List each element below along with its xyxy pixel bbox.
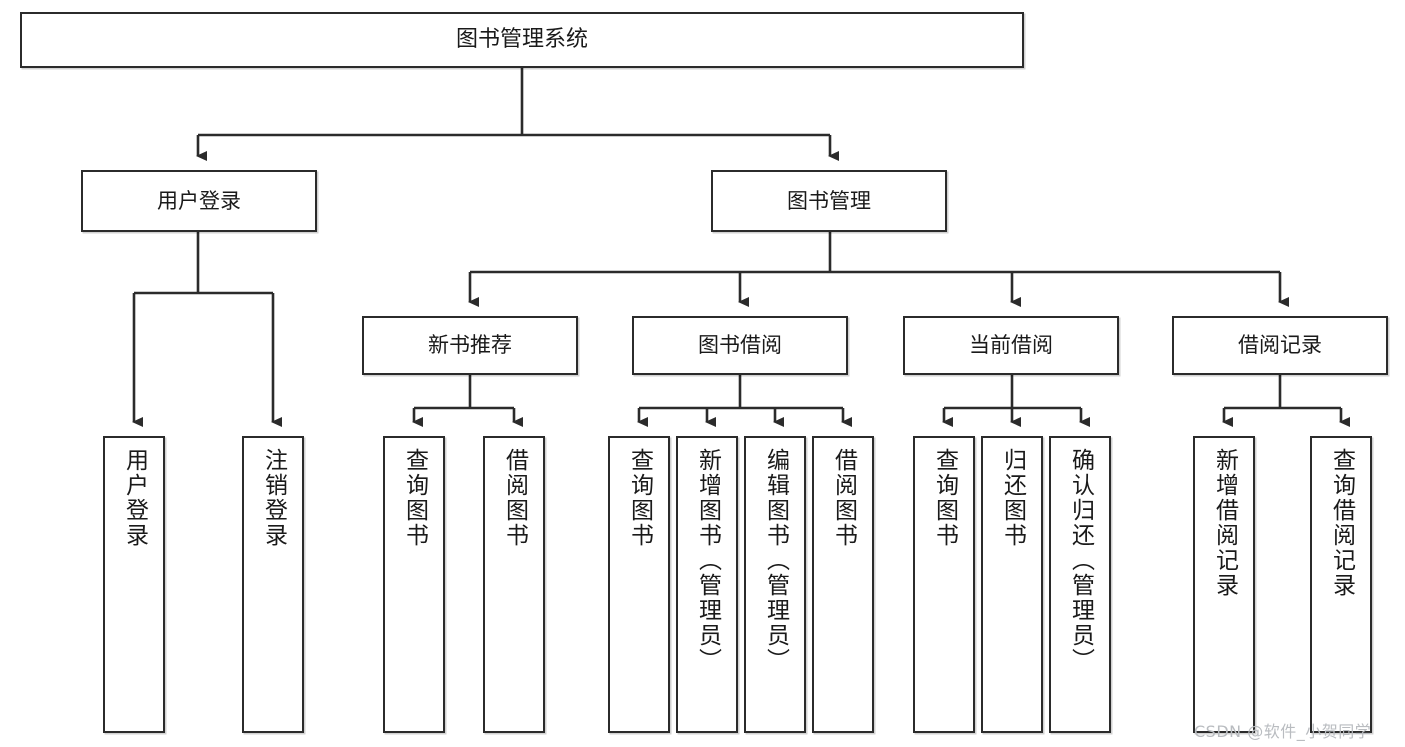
- node-label: 查询借阅记录: [1328, 448, 1355, 598]
- leaf-borrow-book-new[interactable]: 借阅图书: [483, 436, 545, 733]
- node-label: 查询图书: [931, 448, 958, 548]
- node-label: 用户登录: [157, 188, 241, 213]
- node-root-system[interactable]: 图书管理系统: [20, 12, 1024, 68]
- leaf-return-book[interactable]: 归还图书: [981, 436, 1043, 733]
- node-label: 确认归还（管理员）: [1067, 448, 1094, 673]
- leaf-user-logout[interactable]: 注销登录: [242, 436, 304, 733]
- node-book-borrow[interactable]: 图书借阅: [632, 316, 848, 375]
- leaf-query-book-current[interactable]: 查询图书: [913, 436, 975, 733]
- node-label: 借阅记录: [1238, 333, 1322, 358]
- node-label: 查询图书: [626, 448, 653, 548]
- leaf-confirm-return-admin[interactable]: 确认归还（管理员）: [1049, 436, 1111, 733]
- node-user-login[interactable]: 用户登录: [81, 170, 317, 232]
- node-label: 编辑图书（管理员）: [762, 448, 789, 673]
- node-label: 借阅图书: [830, 448, 857, 548]
- node-new-book-recommend[interactable]: 新书推荐: [362, 316, 578, 375]
- node-borrow-records[interactable]: 借阅记录: [1172, 316, 1388, 375]
- node-label: 用户登录: [121, 448, 148, 548]
- leaf-query-borrow-record[interactable]: 查询借阅记录: [1310, 436, 1372, 733]
- node-label: 查询图书: [401, 448, 428, 548]
- leaf-edit-book-admin[interactable]: 编辑图书（管理员）: [744, 436, 806, 733]
- node-label: 借阅图书: [501, 448, 528, 548]
- leaf-user-login[interactable]: 用户登录: [103, 436, 165, 733]
- leaf-query-book-new[interactable]: 查询图书: [383, 436, 445, 733]
- leaf-add-borrow-record[interactable]: 新增借阅记录: [1193, 436, 1255, 733]
- node-label: 当前借阅: [969, 333, 1053, 358]
- node-label: 归还图书: [999, 448, 1026, 548]
- node-label: 图书借阅: [698, 333, 782, 358]
- leaf-borrow-book[interactable]: 借阅图书: [812, 436, 874, 733]
- node-label: 新书推荐: [428, 333, 512, 358]
- node-label: 图书管理系统: [455, 27, 588, 53]
- node-label: 新增图书（管理员）: [694, 448, 721, 673]
- node-label: 图书管理: [787, 188, 871, 213]
- node-label: 注销登录: [260, 448, 287, 548]
- leaf-query-book-borrow[interactable]: 查询图书: [608, 436, 670, 733]
- leaf-add-book-admin[interactable]: 新增图书（管理员）: [676, 436, 738, 733]
- node-label: 新增借阅记录: [1211, 448, 1238, 598]
- node-current-borrow[interactable]: 当前借阅: [903, 316, 1119, 375]
- csdn-watermark: CSDN @软件_小贺同学: [1194, 722, 1372, 741]
- node-book-management[interactable]: 图书管理: [711, 170, 947, 232]
